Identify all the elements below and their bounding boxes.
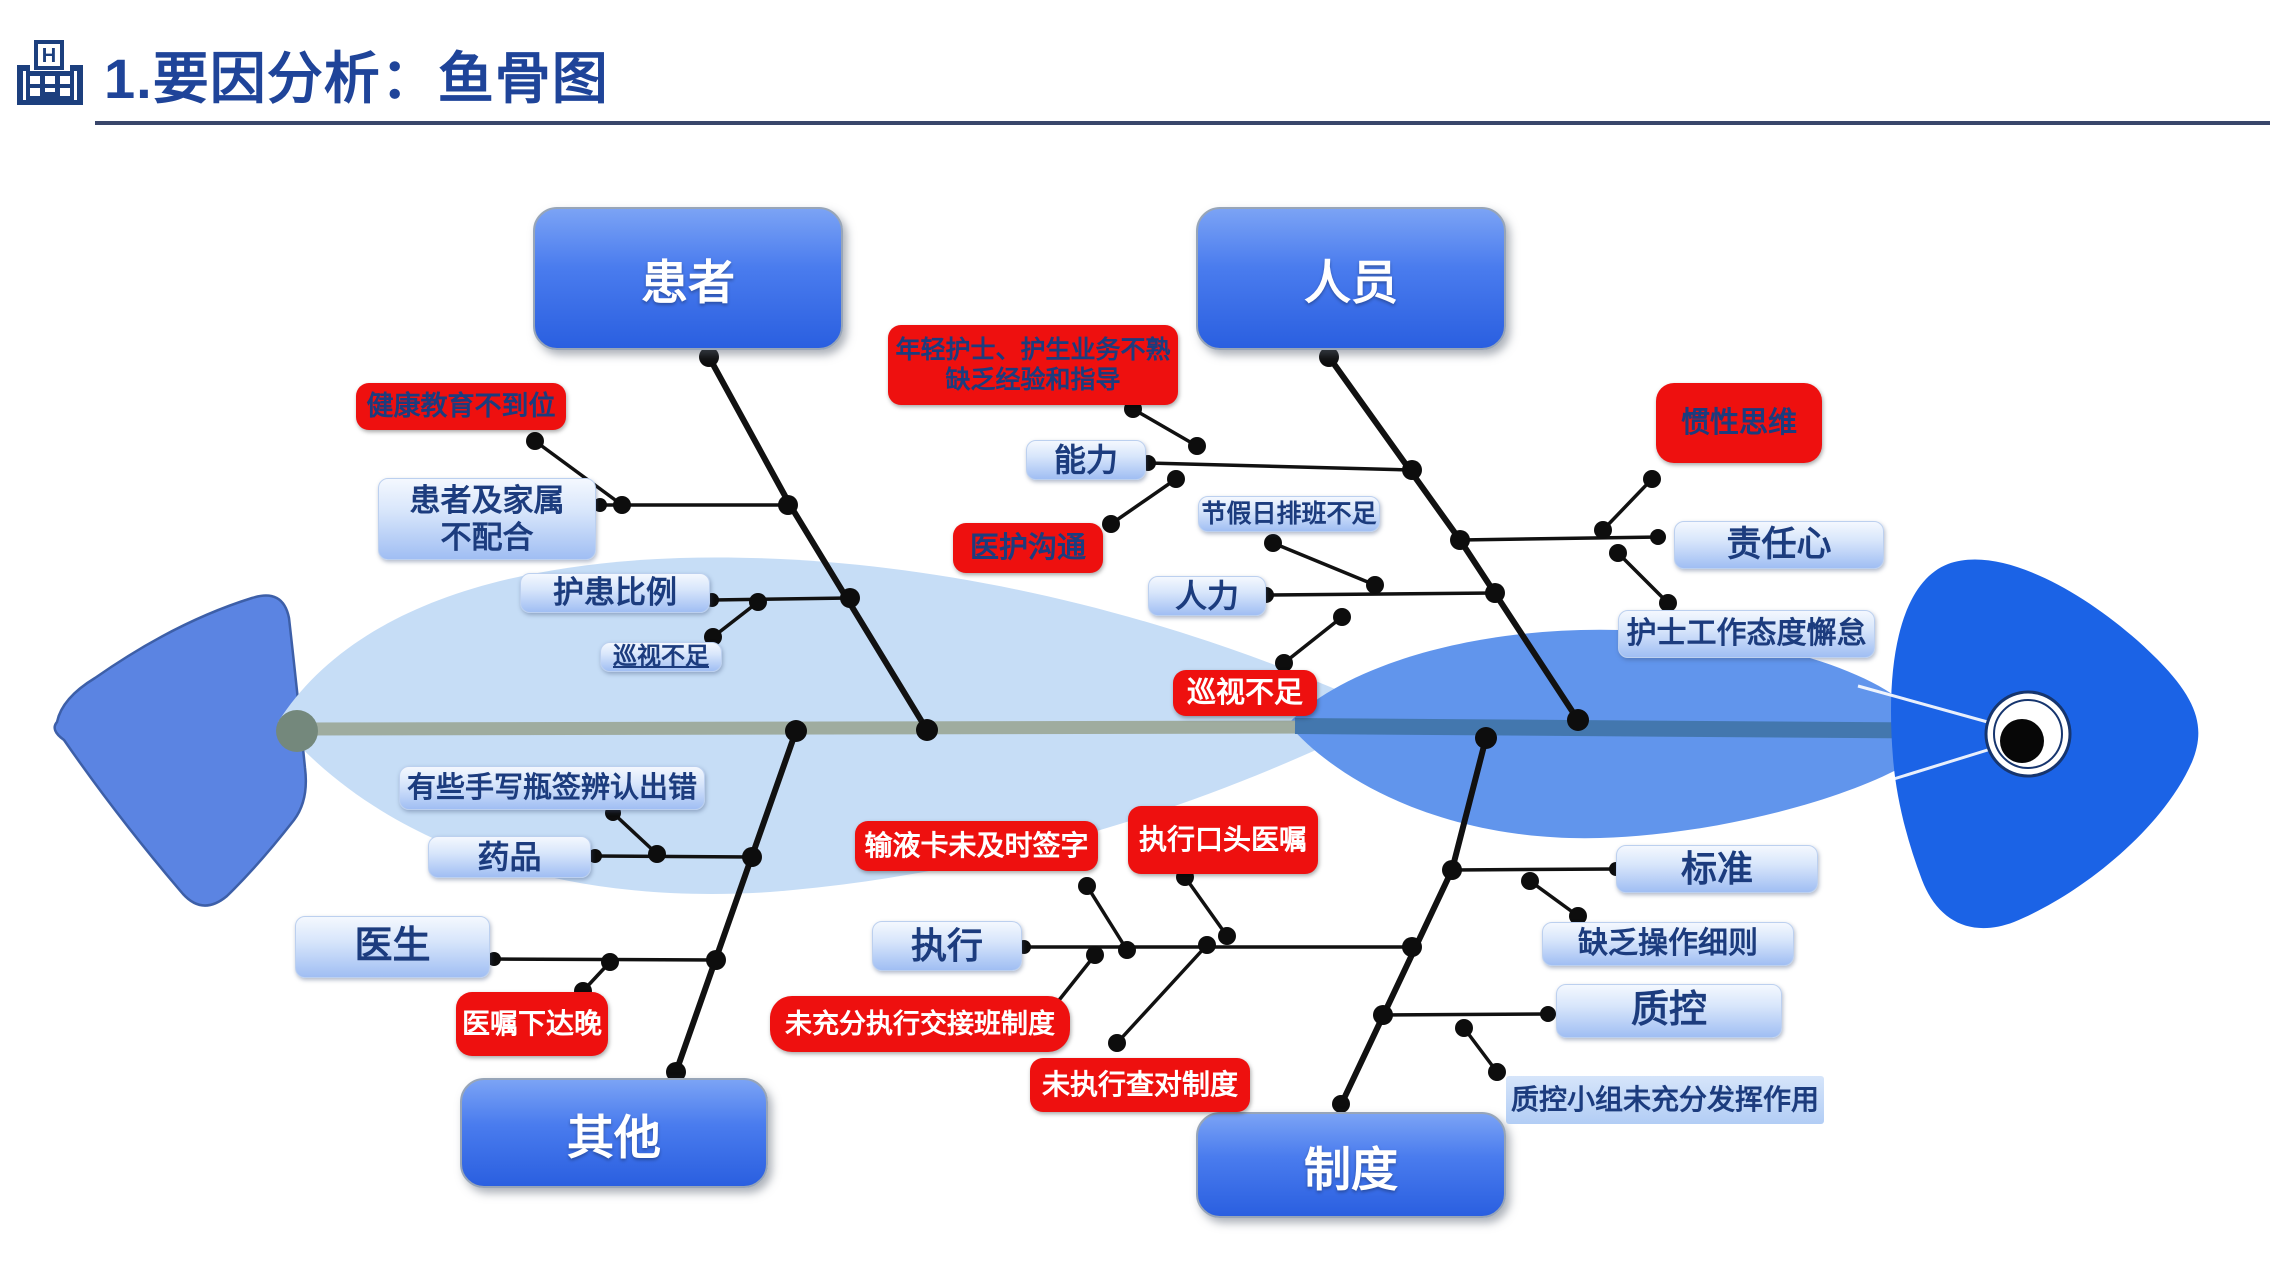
sub-bones [493, 407, 1670, 1074]
cause-medicine: 药品 [428, 836, 591, 878]
hospital-icon-letter: H [42, 45, 56, 67]
cause-inertial-thinking: 惯性思维 [1656, 383, 1822, 463]
cause-verbal-order-execution: 执行口头医嘱 [1128, 806, 1318, 874]
cause-standard: 标准 [1616, 845, 1818, 893]
fish-spine-cap [276, 710, 318, 752]
cause-check-system-not-followed: 未执行查对制度 [1030, 1058, 1250, 1112]
cause-patrol-insufficient-small: 巡视不足 [600, 642, 722, 672]
category-box-patient: 患者 [533, 207, 843, 350]
cause-qc-group-underused: 质控小组未充分发挥作用 [1506, 1076, 1824, 1124]
cause-lack-operation-rules: 缺乏操作细则 [1542, 922, 1794, 966]
cause-handwritten-label-error: 有些手写瓶签辨认出错 [399, 766, 705, 810]
cause-nurse-patient-ratio: 护患比例 [520, 573, 710, 613]
fish-tail [53, 594, 308, 907]
cause-execution: 执行 [872, 921, 1022, 971]
cause-young-nurse-inexperienced: 年轻护士、护生业务不熟 缺乏经验和指导 [888, 325, 1178, 405]
fish-spine-right [1294, 718, 1986, 739]
cause-responsibility: 责任心 [1674, 521, 1884, 569]
cause-manpower: 人力 [1148, 576, 1266, 616]
cause-doctor: 医生 [295, 916, 490, 978]
fish-spine-left [299, 720, 1321, 736]
cause-patrol-insufficient-red: 巡视不足 [1173, 670, 1317, 716]
hospital-icon: H [17, 40, 83, 105]
category-box-system: 制度 [1196, 1112, 1506, 1218]
cause-nurse-work-attitude: 护士工作态度懈怠 [1618, 610, 1875, 658]
cause-handover-system-not-followed: 未充分执行交接班制度 [770, 996, 1070, 1052]
category-box-personnel: 人员 [1196, 207, 1506, 350]
branch-other [673, 730, 799, 1073]
category-box-other: 其他 [460, 1078, 768, 1188]
page-title: 1.要因分析：鱼骨图 [104, 47, 609, 110]
cause-late-doctor-order: 医嘱下达晚 [456, 992, 608, 1056]
title-underline [95, 121, 2270, 125]
bone-junction-dots [487, 347, 1677, 1113]
cause-family-uncooperative: 患者及家属 不配合 [378, 478, 596, 560]
cause-health-education: 健康教育不到位 [356, 383, 566, 430]
cause-doctor-nurse-communication: 医护沟通 [953, 523, 1103, 573]
cause-quality-control: 质控 [1556, 984, 1782, 1038]
cause-ability: 能力 [1026, 440, 1146, 480]
cause-infusion-card-unsigned: 输液卡未及时签字 [855, 821, 1098, 871]
fish-eye-icon [1984, 690, 2072, 778]
cause-holiday-scheduling: 节假日排班不足 [1198, 496, 1380, 532]
